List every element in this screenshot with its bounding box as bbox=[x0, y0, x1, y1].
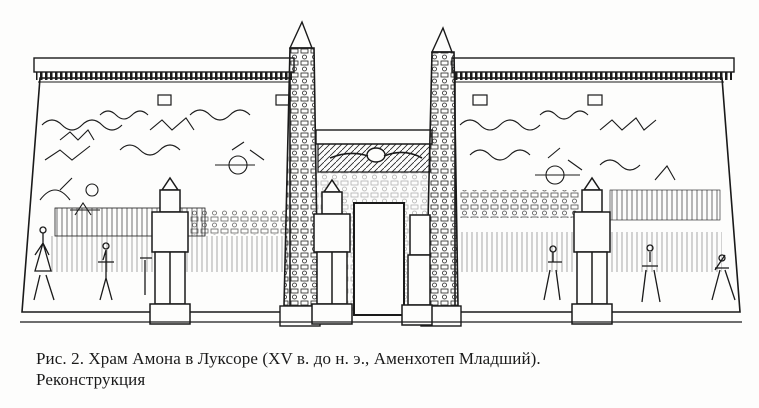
colossus-far-right bbox=[571, 176, 613, 325]
temple-illustration bbox=[20, 20, 742, 327]
figure-caption: Рис. 2. Храм Амона в Луксоре (XV в. до н… bbox=[36, 348, 736, 390]
caption-line-2: Реконструкция bbox=[36, 370, 146, 389]
colossus-far-left bbox=[149, 176, 191, 325]
caption-line-1: Рис. 2. Храм Амона в Луксоре (XV в. до н… bbox=[36, 349, 541, 368]
temple-drawing bbox=[20, 20, 742, 327]
colossus-left-of-gate bbox=[311, 178, 353, 325]
left-obelisk bbox=[279, 20, 321, 327]
colossus-right-of-gate bbox=[401, 214, 433, 326]
